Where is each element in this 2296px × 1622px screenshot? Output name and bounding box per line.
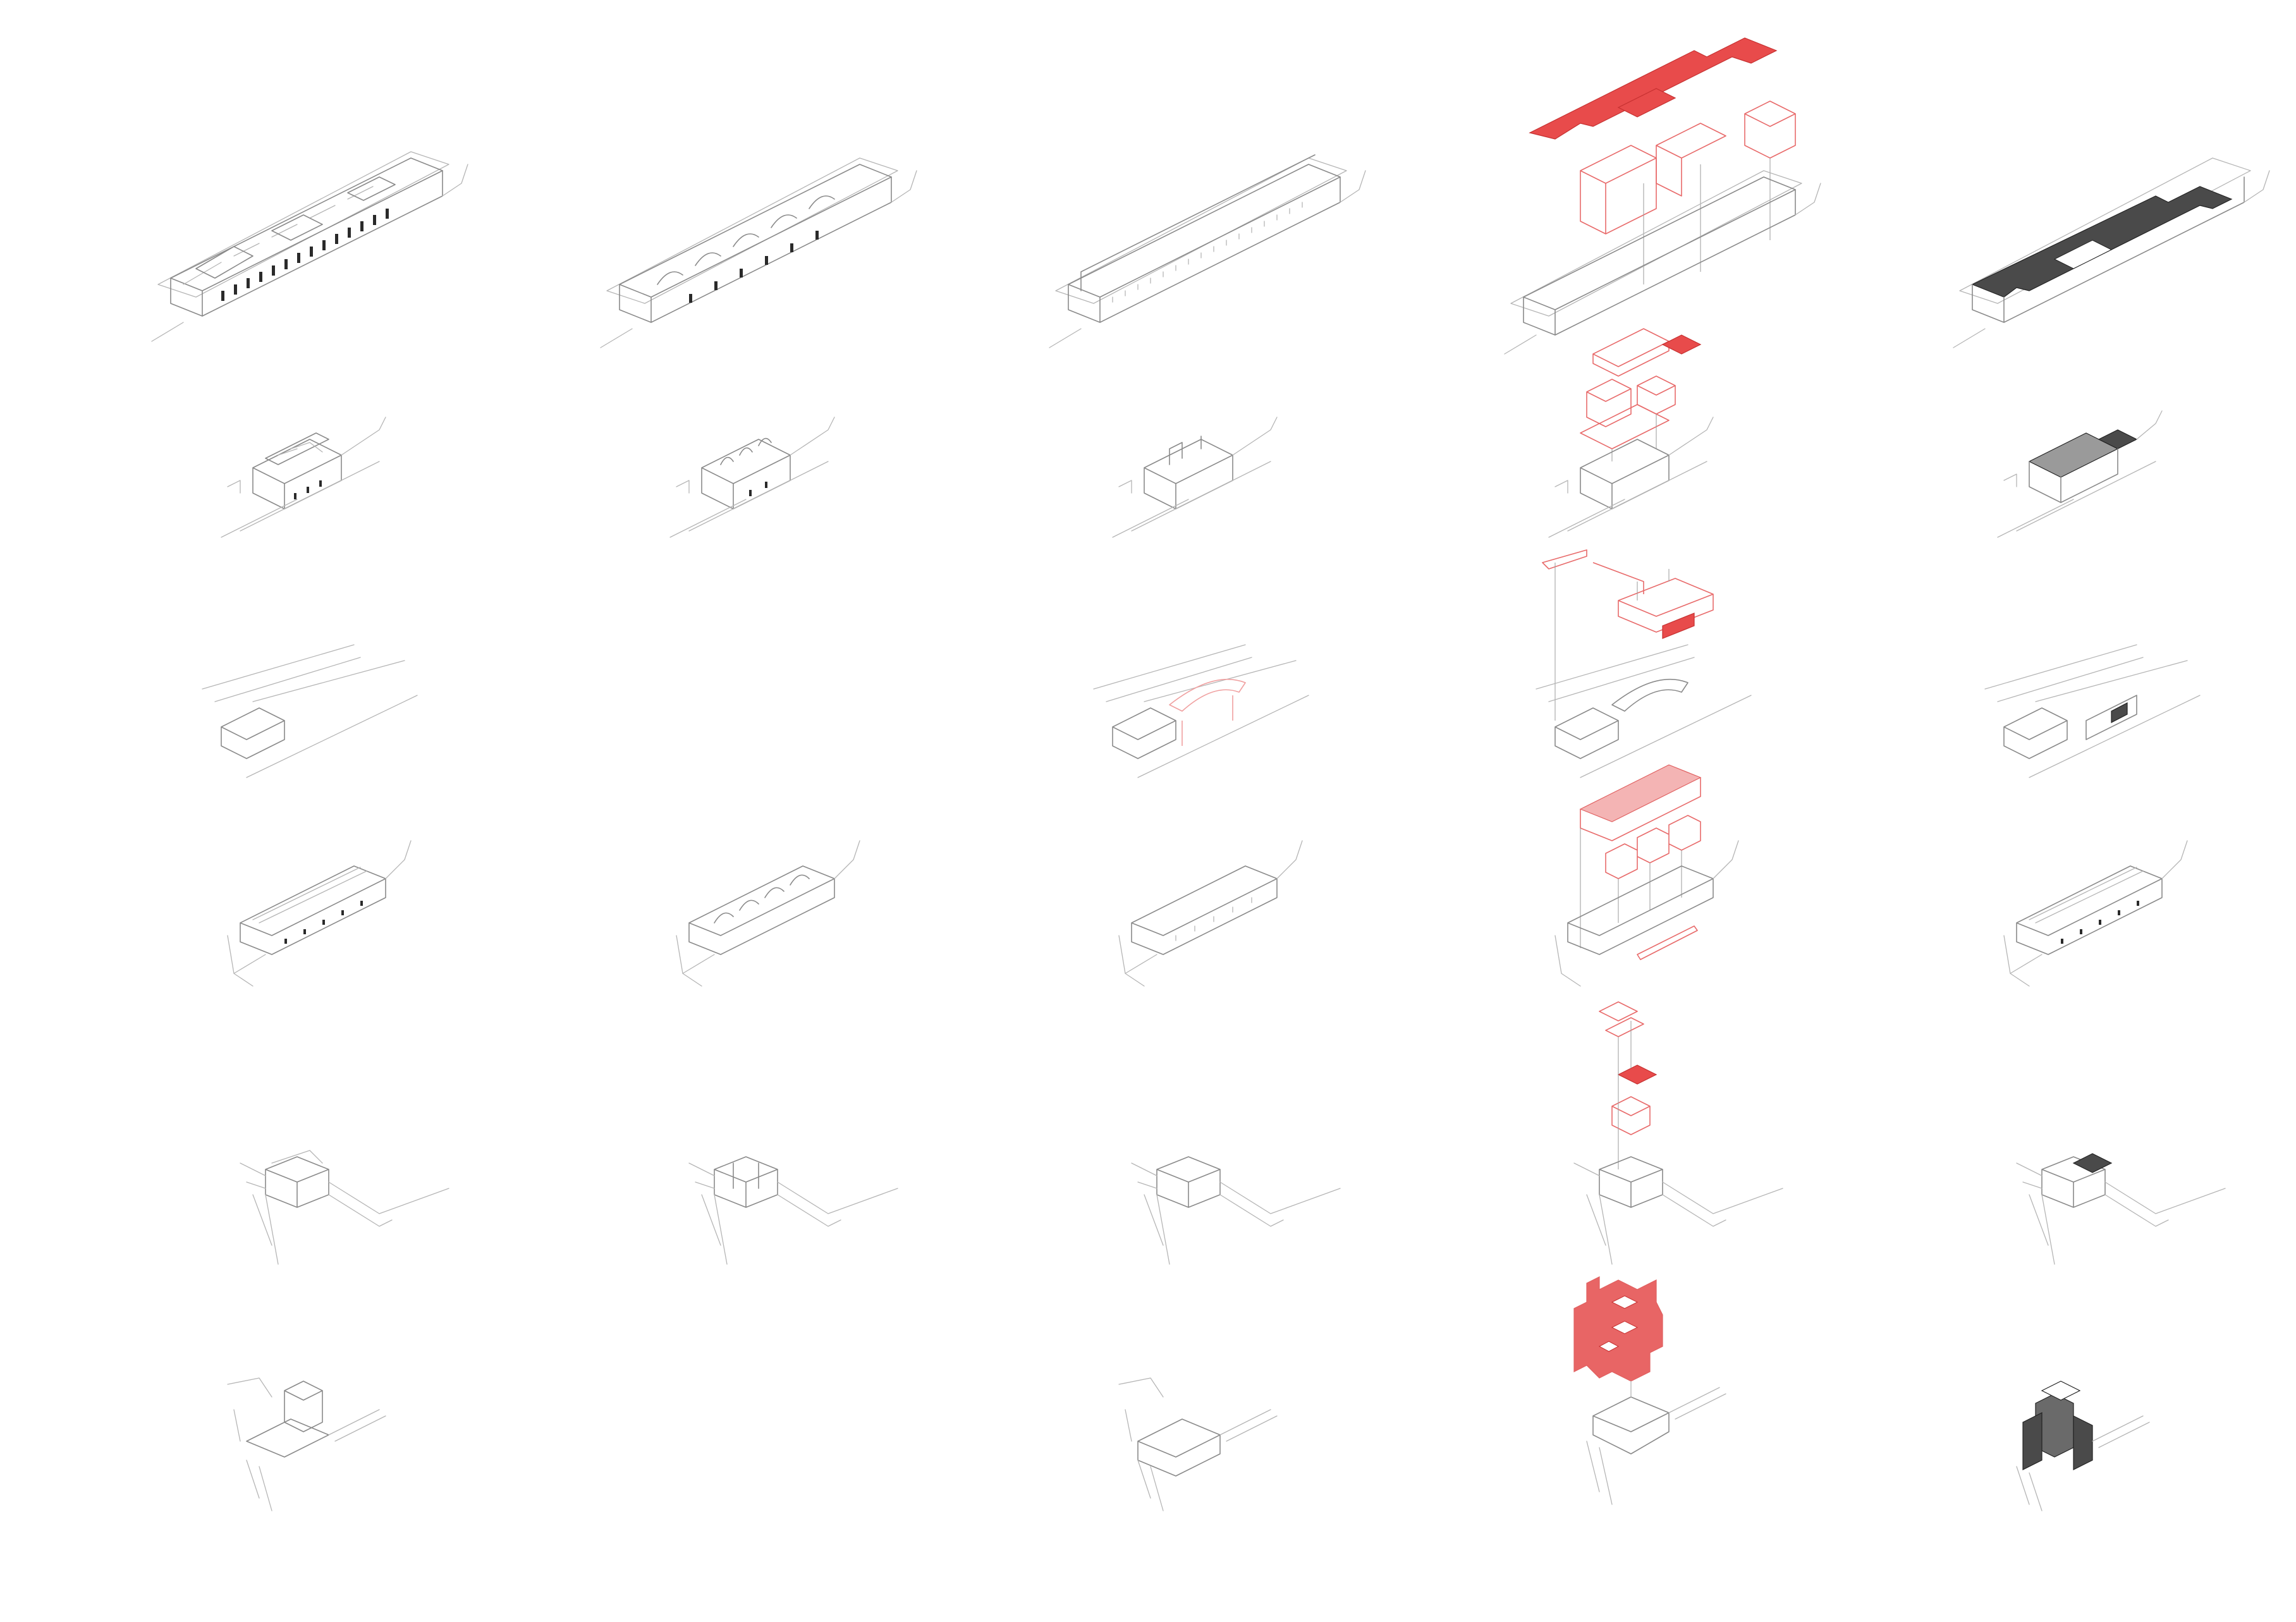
row1-existing-axonometric	[151, 151, 468, 342]
row2-exploded-intervention	[1548, 328, 1714, 538]
row2-stripped-axonometric	[669, 417, 835, 538]
row6-exploded-intervention	[1573, 1276, 1726, 1505]
row5-stripped-axonometric	[688, 1156, 898, 1265]
row4-existing-axonometric	[227, 840, 412, 987]
new-roof-dark	[1971, 186, 2233, 298]
row1-completed-axonometric	[1953, 157, 2270, 348]
row5-existing-axonometric	[240, 1150, 449, 1265]
row5-completed-axonometric	[2016, 1153, 2226, 1265]
row2-existing-axonometric	[221, 417, 386, 538]
row5-exploded-intervention	[1573, 1001, 1783, 1265]
row4-completed-axonometric	[2003, 840, 2188, 987]
row5-structure-axonometric	[1131, 1156, 1341, 1265]
row2-structure-axonometric	[1112, 417, 1278, 538]
row3-exploded-intervention	[1536, 549, 1752, 778]
row2-completed-axonometric	[1997, 410, 2163, 538]
row3-structure-axonometric	[1093, 644, 1309, 778]
row1-structure-axonometric	[1049, 154, 1366, 348]
row6-existing-axonometric	[227, 1377, 386, 1511]
row4-stripped-axonometric	[676, 840, 860, 987]
row3-existing-axonometric	[202, 644, 418, 778]
row6-completed-axonometric	[2016, 1381, 2150, 1511]
new-roof-layer	[1529, 37, 1778, 140]
row1-stripped-axonometric	[600, 157, 917, 348]
row4-exploded-intervention	[1554, 764, 1739, 987]
row4-structure-axonometric	[1118, 840, 1303, 987]
row6-structure-axonometric	[1118, 1377, 1278, 1511]
row1-exploded-intervention	[1504, 37, 1821, 355]
row3-completed-axonometric	[1984, 644, 2201, 778]
